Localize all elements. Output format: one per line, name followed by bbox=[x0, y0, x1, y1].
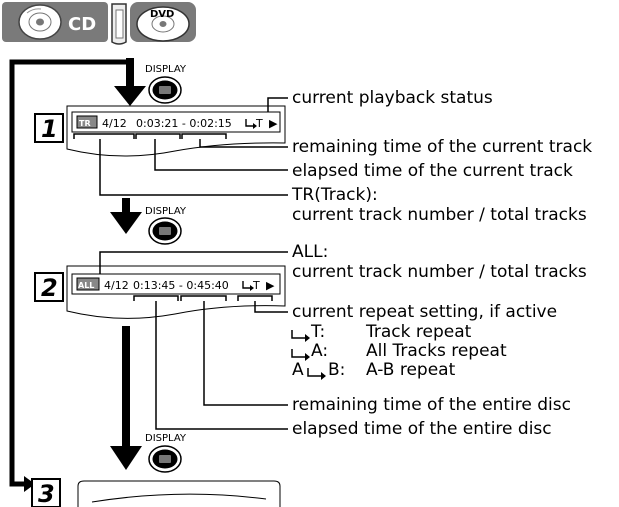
dvd-label: DVD bbox=[150, 9, 174, 20]
repeat-t-key: T: bbox=[311, 322, 326, 342]
annotation-all-desc: current track number / total tracks bbox=[292, 262, 587, 282]
annotation-all: ALL: bbox=[292, 242, 329, 262]
loop-line bbox=[9, 59, 130, 492]
display-label: DISPLAY bbox=[145, 206, 187, 217]
all-badge bbox=[76, 277, 100, 291]
repeat-ab-key-a: A bbox=[292, 360, 304, 380]
repeat-t-value: Track repeat bbox=[366, 322, 472, 342]
cd-label: CD bbox=[68, 14, 96, 35]
annotation-repeat-setting: current repeat setting, if active bbox=[292, 302, 558, 322]
leaders-screen-1 bbox=[99, 97, 288, 196]
repeat-ab-value: A-B repeat bbox=[366, 360, 456, 380]
tr-badge-label: TR bbox=[79, 119, 91, 128]
annotation-remaining-disc: remaining time of the entire disc bbox=[292, 395, 571, 415]
track-count: 4/12 bbox=[104, 279, 129, 292]
dvd-badge: DVD bbox=[111, 2, 196, 45]
cd-badge: CD bbox=[2, 2, 108, 42]
annotation-tr-track-desc: current track number / total tracks bbox=[292, 205, 587, 225]
display-button-2[interactable]: DISPLAY bbox=[145, 206, 187, 245]
repeat-mode: T bbox=[252, 279, 260, 292]
display-label: DISPLAY bbox=[145, 433, 187, 444]
play-status: ▶ bbox=[269, 117, 278, 130]
screen-3 bbox=[77, 480, 281, 507]
step-1-box: 1 bbox=[34, 113, 64, 143]
annotation-remaining-track: remaining time of the current track bbox=[292, 137, 593, 157]
annotation-playback-status: current playback status bbox=[292, 88, 493, 108]
repeat-a-value: All Tracks repeat bbox=[366, 341, 507, 361]
down-arrow-1 bbox=[114, 58, 146, 106]
repeat-icon bbox=[305, 334, 326, 380]
screen-2: ALL 4/12 0:13:45 - 0:45:40 T ▶ bbox=[66, 265, 286, 319]
all-badge-label: ALL bbox=[78, 281, 94, 290]
repeat-icon bbox=[245, 119, 257, 129]
step-3-box: 3 bbox=[31, 478, 61, 507]
track-count: 4/12 bbox=[102, 117, 127, 130]
repeat-icon bbox=[242, 281, 254, 291]
time-readout: 0:13:45 - 0:45:40 bbox=[133, 279, 229, 292]
display-button-1[interactable]: DISPLAY bbox=[145, 64, 187, 104]
step-number: 1 bbox=[41, 115, 58, 143]
display-button-3[interactable]: DISPLAY bbox=[145, 433, 187, 473]
repeat-ab-key-b: B: bbox=[328, 360, 346, 380]
time-readout: 0:03:21 - 0:02:15 bbox=[136, 117, 232, 130]
repeat-icon bbox=[291, 330, 322, 377]
tr-badge bbox=[76, 115, 98, 129]
repeat-mode: T bbox=[255, 117, 263, 130]
annotation-elapsed-disc: elapsed time of the entire disc bbox=[292, 419, 552, 439]
play-status: ▶ bbox=[266, 279, 275, 292]
dvd-disc-icon bbox=[136, 6, 190, 42]
down-arrow-2 bbox=[110, 198, 142, 234]
step-2-box: 2 bbox=[34, 272, 64, 302]
display-label: DISPLAY bbox=[145, 64, 187, 75]
disc-icon bbox=[18, 4, 62, 40]
repeat-a-key: A: bbox=[311, 341, 329, 361]
down-arrow-3 bbox=[110, 326, 142, 470]
screen-1: TR 4/12 0:03:21 - 0:02:15 T ▶ bbox=[66, 105, 286, 157]
step-number: 2 bbox=[41, 274, 58, 302]
leaders-screen-2 bbox=[99, 251, 288, 430]
step-number: 3 bbox=[38, 480, 55, 507]
annotation-tr-track: TR(Track): bbox=[292, 185, 378, 205]
annotation-elapsed-track: elapsed time of the current track bbox=[292, 161, 573, 181]
